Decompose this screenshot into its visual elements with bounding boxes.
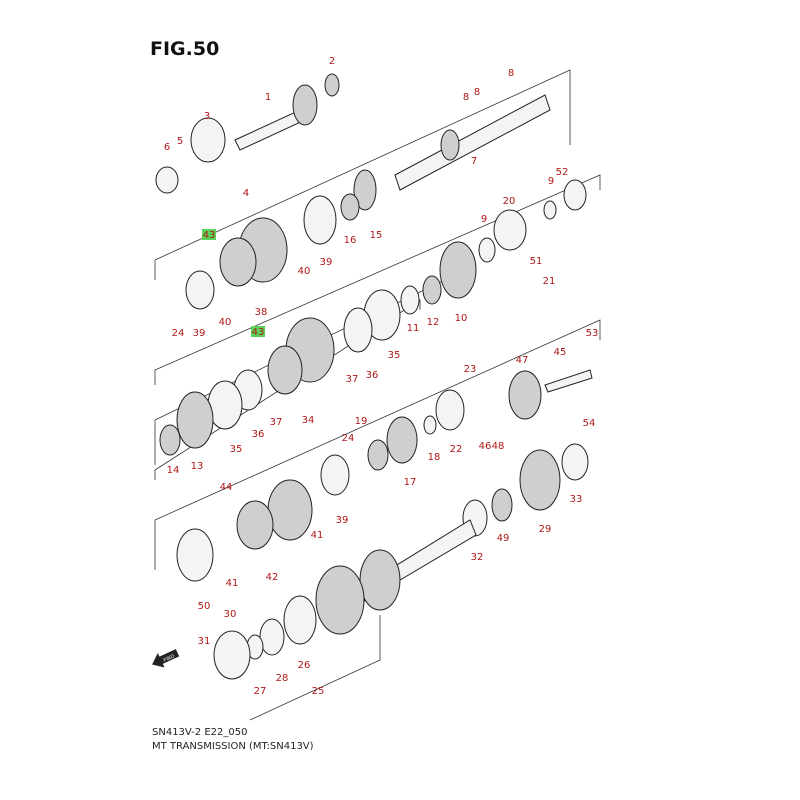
part-number-label[interactable]: 43 xyxy=(203,230,216,241)
part-number-label[interactable]: 32 xyxy=(471,552,484,563)
part-number-label[interactable]: 50 xyxy=(198,601,211,612)
part-number-label[interactable]: 2 xyxy=(329,56,335,67)
part-number-label[interactable]: 53 xyxy=(586,328,599,339)
part-number-label[interactable]: 12 xyxy=(427,317,440,328)
part-number-label[interactable]: 47 xyxy=(516,355,529,366)
part-number-label[interactable]: 18 xyxy=(428,452,441,463)
part-number-label[interactable]: 30 xyxy=(224,609,237,620)
part-number-label[interactable]: 17 xyxy=(404,477,417,488)
figure-title: FIG.50 xyxy=(150,38,220,60)
part-number-label[interactable]: 40 xyxy=(219,317,232,328)
part-number-label[interactable]: 11 xyxy=(407,323,420,334)
part-number-label[interactable]: 9 xyxy=(548,176,554,187)
part-number-label[interactable]: 8 xyxy=(474,87,480,98)
part-number-label[interactable]: 43 xyxy=(252,327,265,338)
diagram-name: MT TRANSMISSION (MT:SN413V) xyxy=(152,741,314,752)
part-number-label[interactable]: 33 xyxy=(570,494,583,505)
part-number-label[interactable]: 27 xyxy=(254,686,267,697)
part-number-label[interactable]: 13 xyxy=(191,461,204,472)
part-number-label[interactable]: 1 xyxy=(265,92,271,103)
part-number-label[interactable]: 3 xyxy=(204,111,210,122)
part-number-label[interactable]: 22 xyxy=(450,444,463,455)
part-number-label[interactable]: 29 xyxy=(539,524,552,535)
part-number-label[interactable]: 46 xyxy=(479,441,492,452)
diagram-code: SN413V-2 E22_050 xyxy=(152,727,248,738)
parts-shapes xyxy=(155,73,593,680)
part-number-label[interactable]: 28 xyxy=(276,673,289,684)
part-number-label[interactable]: 54 xyxy=(583,418,596,429)
fwd-label: FWD xyxy=(163,653,176,663)
part-number-label[interactable]: 39 xyxy=(320,257,333,268)
part-number-label[interactable]: 31 xyxy=(198,636,211,647)
part-number-label[interactable]: 24 xyxy=(172,328,185,339)
part-number-label[interactable]: 52 xyxy=(556,167,569,178)
part-number-label[interactable]: 19 xyxy=(355,416,368,427)
part-number-label[interactable]: 38 xyxy=(255,307,268,318)
part-number-label[interactable]: 21 xyxy=(543,276,556,287)
part-number-label[interactable]: 4 xyxy=(243,188,249,199)
part-number-label[interactable]: 14 xyxy=(167,465,180,476)
part-number-label[interactable]: 34 xyxy=(302,415,315,426)
part-number-label[interactable]: 45 xyxy=(554,347,567,358)
part-number-label[interactable]: 44 xyxy=(220,482,233,493)
part-number-label[interactable]: 39 xyxy=(193,328,206,339)
part-number-label[interactable]: 7 xyxy=(471,156,477,167)
part-number-label[interactable]: 41 xyxy=(226,578,239,589)
part-number-label[interactable]: 37 xyxy=(270,417,283,428)
part-number-label[interactable]: 42 xyxy=(266,572,279,583)
part-number-label[interactable]: 51 xyxy=(530,256,543,267)
part-number-label[interactable]: 35 xyxy=(388,350,401,361)
part-number-label[interactable]: 36 xyxy=(252,429,265,440)
part-number-label[interactable]: 49 xyxy=(497,533,510,544)
part-number-label[interactable]: 8 xyxy=(463,92,469,103)
part-number-label[interactable]: 8 xyxy=(508,68,514,79)
part-number-label[interactable]: 25 xyxy=(312,686,325,697)
part-number-label[interactable]: 26 xyxy=(298,660,311,671)
part-number-label[interactable]: 15 xyxy=(370,230,383,241)
part-number-label[interactable]: 24 xyxy=(342,433,355,444)
label-highlight xyxy=(251,326,265,337)
part-number-label[interactable]: 41 xyxy=(311,530,324,541)
fwd-arrow-icon: FWD xyxy=(152,649,180,668)
part-number-label[interactable]: 9 xyxy=(481,214,487,225)
part-number-label[interactable]: 6 xyxy=(164,142,170,153)
part-number-label[interactable]: 40 xyxy=(298,266,311,277)
part-number-label[interactable]: 10 xyxy=(455,313,468,324)
part-number-label[interactable]: 23 xyxy=(464,364,477,375)
part-number-label[interactable]: 35 xyxy=(230,444,243,455)
part-number-label[interactable]: 48 xyxy=(492,441,505,452)
label-highlight xyxy=(202,229,216,240)
part-number-label[interactable]: 16 xyxy=(344,235,357,246)
part-number-label[interactable]: 20 xyxy=(503,196,516,207)
part-number-label[interactable]: 36 xyxy=(366,370,379,381)
part-number-label[interactable]: 37 xyxy=(346,374,359,385)
part-number-label[interactable]: 5 xyxy=(177,136,183,147)
part-number-label[interactable]: 39 xyxy=(336,515,349,526)
